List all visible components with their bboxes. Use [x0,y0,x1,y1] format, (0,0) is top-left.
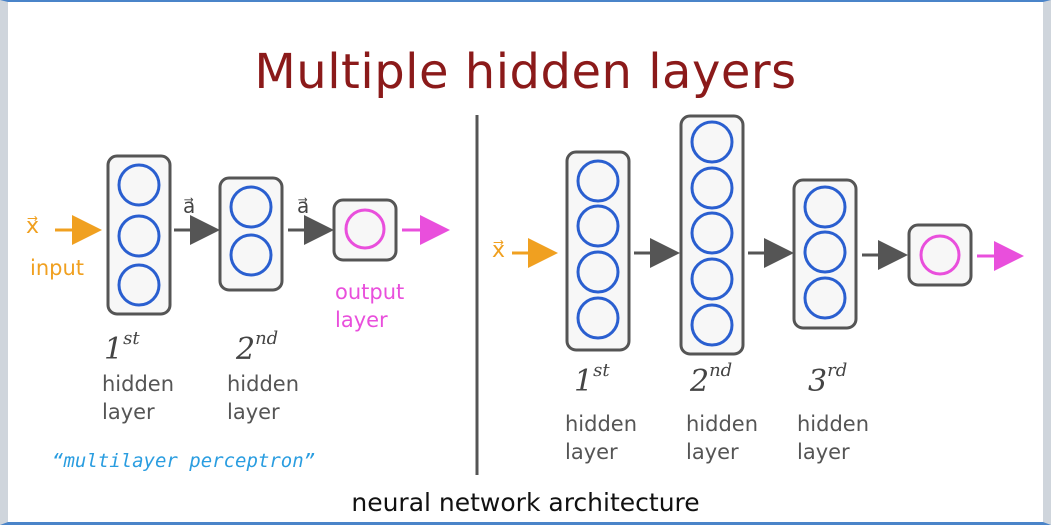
right-layer1-label1: hidden [565,412,638,436]
left-layer1-label1: hidden [102,372,175,396]
neuron [117,263,161,307]
left-input-label: input [30,256,85,280]
right-layer3-label1: hidden [797,412,870,436]
slide-title: Multiple hidden layers [254,44,797,100]
neuron [576,204,620,248]
slide-caption: neural network architecture [351,488,700,517]
neuron [690,120,734,164]
neuron [229,185,273,229]
right-layer-1 [565,150,631,352]
right-ordinal-1: 1st [574,360,610,399]
left-ordinal-2: 2nd [236,328,279,367]
neuron [690,211,734,255]
left-layer2-label2: layer [227,400,280,424]
output-label-line1: output [335,280,405,304]
neuron [803,276,847,320]
neuron [576,159,620,203]
neuron [229,233,273,277]
neuron [803,230,847,274]
right-input-symbol: x⃗ [492,238,506,263]
right-layer-3 [792,178,858,330]
neuron [576,296,620,340]
neuron [576,250,620,294]
neuron [690,257,734,301]
right-layer2-label2: layer [686,440,739,464]
right-layer2-label1: hidden [686,412,759,436]
neuron [690,303,734,347]
left-layer-2 [218,176,284,292]
right-ordinal-2: 2nd [690,360,733,399]
neuron [803,185,847,229]
neuron [117,163,161,207]
left-output-layer [332,198,398,262]
output-neuron [919,234,961,276]
right-layer1-label2: layer [565,440,618,464]
activation-symbol-1: a⃗ [183,194,196,218]
left-input-symbol: x⃗ [26,214,40,239]
right-ordinal-3: 3rd [808,360,848,399]
right-layer3-label2: layer [797,440,850,464]
output-label-line2: layer [335,308,388,332]
left-layer-1 [106,154,172,316]
left-layer2-label1: hidden [227,372,300,396]
output-neuron [344,208,386,250]
right-output-layer [907,223,973,287]
right-layer-2 [679,114,745,356]
left-layer1-label2: layer [102,400,155,424]
left-ordinal-1: 1st [104,328,140,367]
activation-symbol-2: a⃗ [297,194,310,218]
multilayer-perceptron-note: “multilayer perceptron” [52,450,316,472]
neuron [690,166,734,210]
neuron [117,214,161,258]
